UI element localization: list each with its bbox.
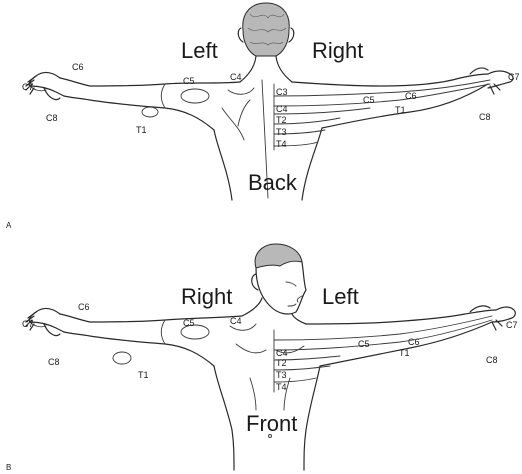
panel-b-side-label-right: Right [181, 284, 232, 309]
panel-a-side-label-right: Right [312, 38, 363, 63]
dermatome-label: T1 [138, 370, 149, 380]
dermatome-label: C4 [230, 72, 242, 82]
dermatome-label: T1 [395, 105, 406, 115]
head-back [238, 3, 294, 56]
dermatome-label: C5 [358, 339, 370, 349]
panel-b-side-label-left: Left [322, 284, 359, 309]
right-arm-back [274, 68, 513, 150]
panel-a-letter: A [6, 221, 12, 230]
panel-a-view-label: Back [248, 170, 298, 195]
dermatome-label: C8 [46, 113, 58, 123]
torso-front [214, 344, 320, 470]
neck-right-back [276, 56, 292, 82]
panel-b-view-label: Front [246, 411, 297, 436]
dermatome-label: C7 [22, 82, 34, 92]
panel-b-letter: B [6, 463, 11, 472]
dermatome-label: C8 [486, 355, 498, 365]
left-arm-front [274, 306, 515, 392]
dermatome-label: T2 [276, 358, 287, 368]
dermatome-label: T3 [276, 370, 287, 380]
dermatome-label: T4 [276, 382, 287, 392]
dermatome-label: T1 [136, 125, 147, 135]
dermatome-label: T3 [276, 127, 287, 137]
dermatome-label: T4 [276, 139, 287, 149]
dermatome-label: C6 [78, 302, 90, 312]
panel-b-front-view: Right Left Front B C6 C7 C8 C5 C4 T1 C4 … [6, 244, 518, 472]
dermatome-label: C4 [276, 104, 288, 114]
dermatome-label: T1 [399, 348, 410, 358]
dermatome-label: C8 [48, 357, 60, 367]
dermatome-label: C6 [72, 62, 84, 72]
dermatome-label: C6 [408, 337, 420, 347]
dermatome-label: C7 [22, 319, 34, 329]
dermatome-label: C7 [508, 72, 520, 82]
dermatome-label: C5 [363, 95, 375, 105]
head-front [252, 244, 306, 314]
panel-a-back-view: Left Right Back A C6 C7 C8 C5 C4 T1 C3 C… [6, 3, 520, 230]
neck-left-back [240, 56, 256, 82]
dermatome-label: C6 [405, 91, 417, 101]
left-arm-back [26, 72, 254, 130]
dermatome-label: C7 [506, 320, 518, 330]
dermatome-label: C8 [479, 112, 491, 122]
panel-a-side-label-left: Left [181, 38, 218, 63]
dermatome-label: C4 [276, 348, 288, 358]
neck-left-front [242, 298, 262, 316]
dermatome-label: C5 [183, 76, 195, 86]
neck-right-front [292, 314, 306, 324]
dermatome-label: C4 [230, 316, 242, 326]
dermatome-label: C3 [276, 87, 288, 97]
dermatome-label: T2 [276, 115, 287, 125]
dermatome-label: C5 [183, 318, 195, 328]
right-arm-front [26, 308, 256, 366]
